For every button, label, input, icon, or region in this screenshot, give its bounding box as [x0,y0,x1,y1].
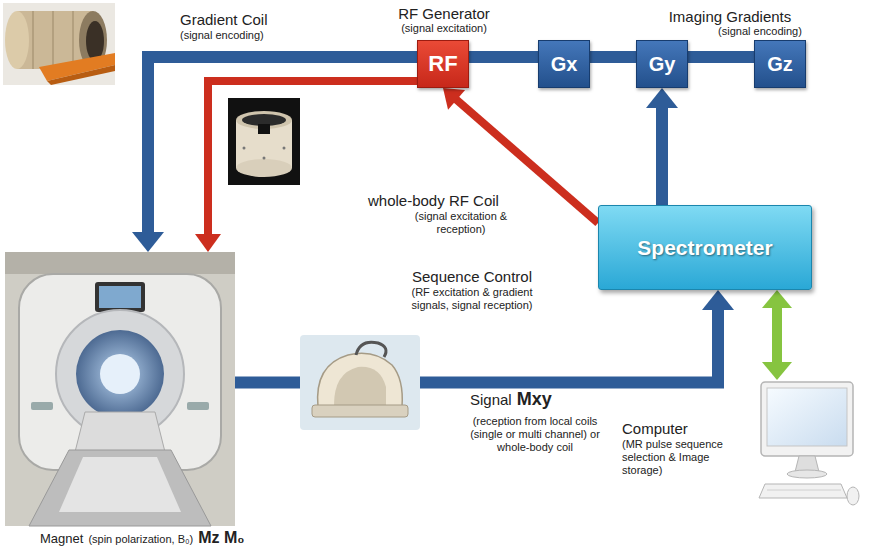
part-name: Signal [470,391,512,408]
magnet-illustration-part [29,450,211,526]
local-coil-photo: SignalMxy(reception from local coils (si… [300,335,420,430]
connector-line [235,377,300,389]
part-name: Gradient Coil [180,11,350,29]
part-note: (spin polarization, B₀) [88,533,193,545]
rf-coil-illustration-part [263,157,266,160]
computer-illustration-part [787,470,827,478]
text-row: Signal Mxy [470,389,552,410]
connector-line [208,81,417,236]
rf-coil-photo: whole-body RF Coil(signal excitation & r… [228,98,300,185]
connector-line [688,51,754,63]
computer-photo: Computer(MR pulse sequence selection & I… [755,380,860,510]
rf-coil-illustration-part [243,147,246,150]
gradient-coil-illustration-part [3,3,115,85]
arrow-head [702,290,734,310]
gradient-box: Gx [538,40,590,88]
gradient-coil-illustration-part [47,65,115,85]
part-note: (MR pulse sequence selection & Image sto… [622,438,747,478]
gradient-coil-illustration-part [86,21,104,61]
part-name: Computer [622,420,747,438]
arrow-head [646,88,678,108]
gradient-coil-illustration [3,3,115,85]
magnet-illustration-part [5,252,235,526]
computer-illustration [759,382,859,505]
magnet-photo: Magnet(spin polarization, B₀)Mz M₀ [5,252,235,526]
magnet-illustration-part [100,354,140,394]
local-coil-illustration-part [318,353,403,407]
part-name: whole-body RF Coil [368,192,548,210]
local-coil-illustration-part [334,367,386,405]
part-name: Magnet [40,531,83,546]
local-coil-illustration [300,335,420,430]
magnet-illustration-part [31,402,53,410]
rf-coil-illustration-part [283,147,286,150]
local-coil-illustration-part [300,335,420,430]
gradient-box: Gy [636,40,688,88]
control-heading: Sequence Control [372,268,572,286]
gradient-coil-photo: Gradient Coil(signal encoding) [3,3,115,85]
text-row: Magnet (spin polarization, B₀) Mz M₀ [40,529,245,547]
connector-line [656,106,668,205]
computer-illustration-part [761,382,853,456]
box-label: Gz [767,53,793,75]
rf-coil-illustration-part [236,159,292,177]
magnet-illustration-part [76,330,164,418]
part-note: (signal encoding) [180,29,350,42]
signal-connector [688,57,754,58]
arrow-head [762,362,792,380]
magnet-illustration-part [5,252,235,274]
part-note: (reception from local coils (single or m… [460,415,610,455]
magnet-illustration-part [59,457,181,512]
arrow-head [762,290,792,308]
signal-connector [762,290,792,380]
signal-connector [235,382,300,383]
magnet-illustration-part [99,286,141,308]
group-heading: Imaging Gradients [655,8,805,26]
connector-line [420,308,718,383]
local-coil-illustration-part [356,342,386,357]
local-coil-illustration-part [312,405,408,417]
rf-generator-box: RF Generator(signal excitation)RF [417,40,469,88]
control-note: (RF excitation & gradient signals, signa… [397,286,547,312]
computer-illustration-part [759,484,847,498]
signal-name: Mz M₀ [198,529,244,547]
magnet-illustration-part [75,412,165,452]
gradient-coil-illustration-part [72,11,74,69]
gradient-coil-illustration-part [5,11,29,69]
magnet-illustration [5,252,235,526]
connector-line [590,51,636,63]
box-label: Spectrometer [637,236,772,259]
magnet-illustration-part [95,282,145,312]
signal-connector [590,57,636,58]
arrow-head [443,88,465,110]
signal-connector [646,88,678,205]
computer-illustration-part [847,487,859,505]
box-note: (signal excitation) [358,22,530,35]
gradient-coil-illustration-part [52,11,54,69]
box-heading: RF Generator [358,5,530,23]
gradient-coil-illustration-part [32,11,34,69]
magnet-illustration-part [19,274,221,470]
box-label: Gx [551,53,578,75]
spectrometer-box: Spectrometer [598,205,812,290]
arrow-head [195,234,221,252]
connector-line [772,306,782,364]
magnet-illustration-part [187,402,209,410]
group-note: (signal encoding) [700,25,820,38]
gradient-box: Gz [754,40,806,88]
rf-coil-illustration [228,98,300,185]
arrow-head [132,232,164,252]
signal-connector [195,81,417,252]
box-label: Gy [649,53,676,75]
signal-name: Mxy [517,389,552,410]
rf-coil-illustration-part [258,124,270,134]
box-label: RF [428,52,457,76]
rf-coil-illustration-part [228,98,300,185]
part-note: (signal excitation & reception) [396,210,526,236]
computer-illustration-part [767,388,847,446]
signal-connector [132,57,538,252]
computer-illustration-part [767,490,841,491]
